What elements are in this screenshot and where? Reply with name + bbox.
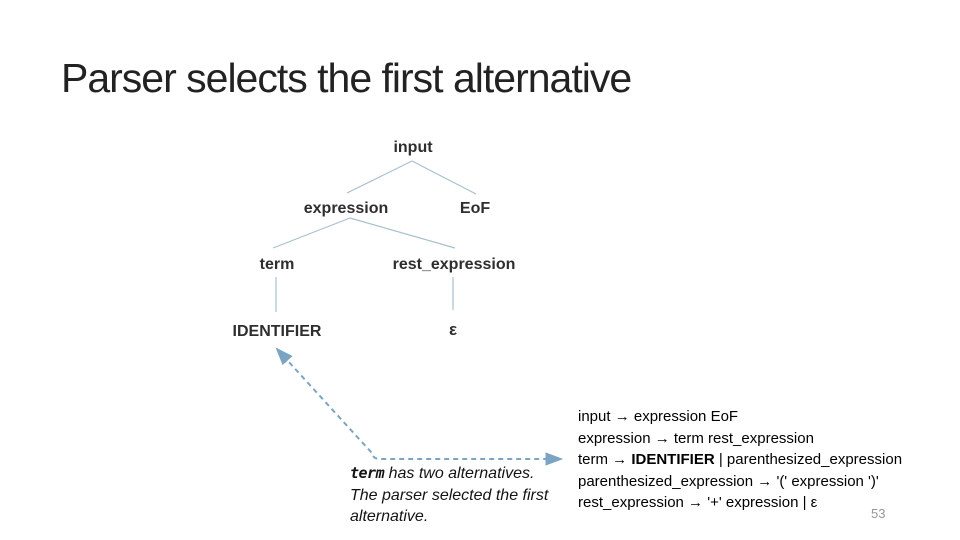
grammar-rule-term-identifier: IDENTIFIER bbox=[631, 451, 715, 469]
grammar-rule-term: term → IDENTIFIER | parenthesized_expres… bbox=[578, 449, 902, 471]
tree-node-eof: EoF bbox=[459, 200, 491, 217]
annotation-note: term has two alternatives. The parser se… bbox=[350, 463, 580, 528]
tree-node-expression: expression bbox=[303, 200, 389, 217]
grammar-rule-expression: expression → term rest_expression bbox=[578, 429, 814, 447]
tree-node-epsilon: ε bbox=[448, 320, 458, 339]
slide-title: Parser selects the first alternative bbox=[61, 55, 632, 101]
note-line3: alternative. bbox=[350, 508, 429, 525]
grammar-rule-term-pre: term → bbox=[578, 451, 632, 469]
grammar-rule-term-post: | parenthesized_expression bbox=[714, 451, 903, 469]
tree-node-identifier: IDENTIFIER bbox=[232, 323, 322, 340]
annotation-arrow bbox=[275, 347, 564, 466]
tree-node-term: term bbox=[259, 256, 295, 273]
page-number: 53 bbox=[871, 506, 886, 521]
grammar-rule-parenthesized: parenthesized_expression → '(' expressio… bbox=[578, 472, 879, 490]
grammar-rule-input: input → expression EoF bbox=[578, 408, 739, 425]
note-line2: The parser selected the first bbox=[350, 486, 549, 504]
note-line1-rest: has two alternatives. bbox=[384, 465, 535, 482]
grammar-rule-rest-expression: rest_expression → '+' expression | ε bbox=[578, 494, 818, 512]
tree-connector-lines bbox=[272, 160, 477, 312]
tree-node-input: input bbox=[393, 139, 433, 156]
tree-node-rest-expression: rest_expression bbox=[392, 256, 516, 273]
note-term-word: term bbox=[350, 464, 385, 482]
grammar-rules: input → expression EoF expression → term… bbox=[578, 406, 902, 514]
